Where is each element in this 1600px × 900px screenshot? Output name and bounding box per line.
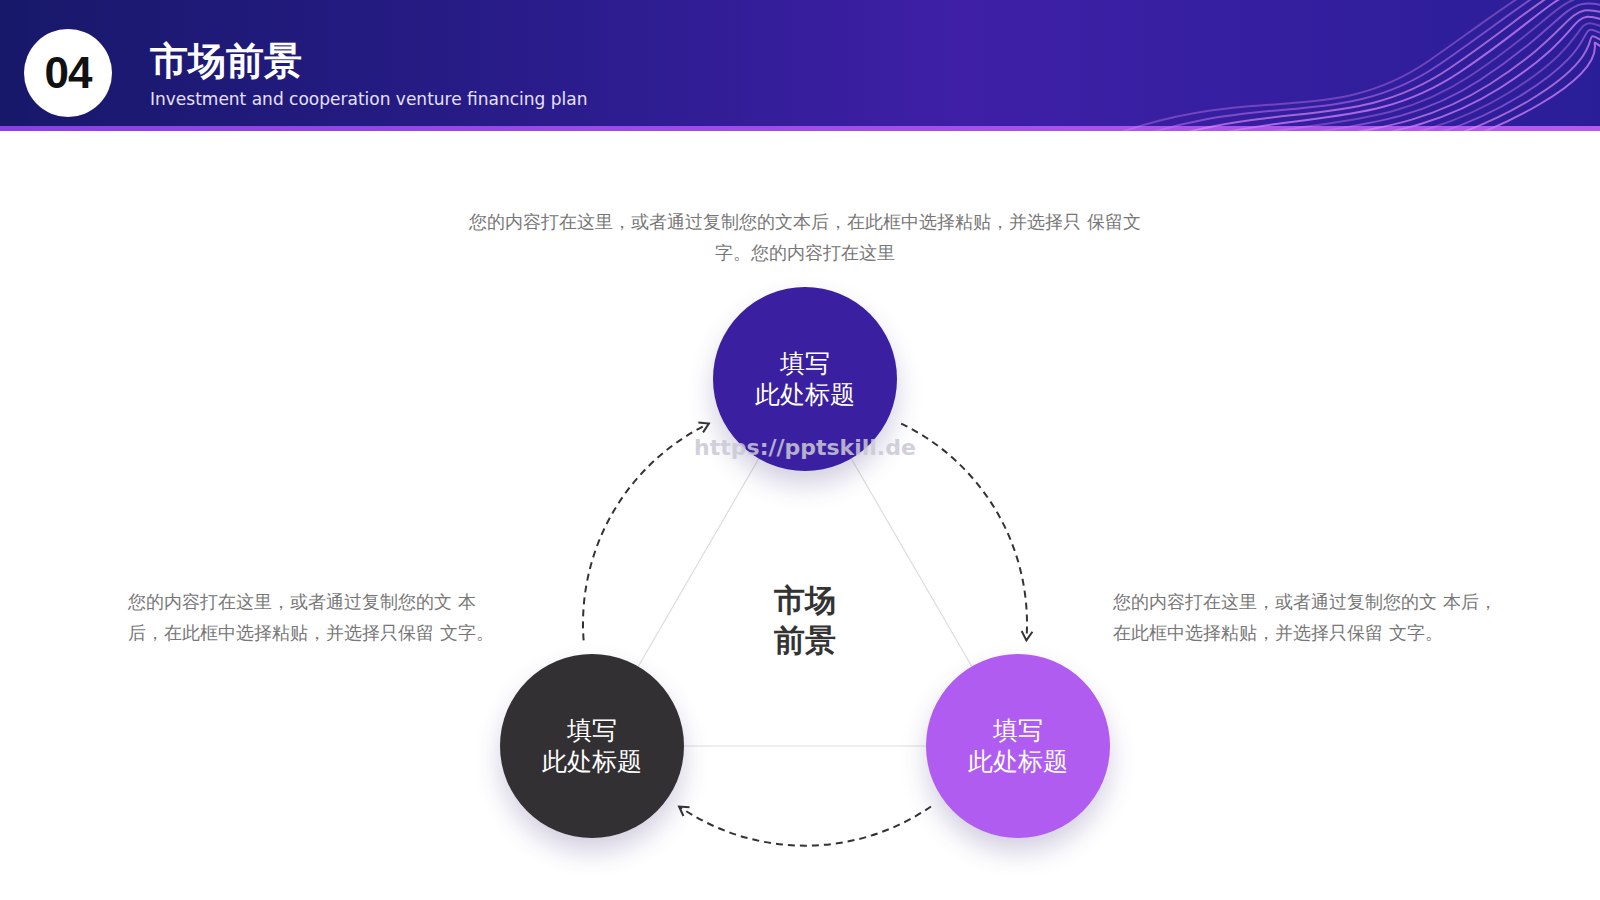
description-text: 您的内容打在这里，或者通过复制您的文本后，在此框中选择粘贴，并选择只 保留文字。… [455, 206, 1155, 268]
section-number: 04 [24, 47, 112, 99]
wave-line [1190, 30, 1600, 131]
wave-line [1200, 36, 1600, 131]
header-rule [0, 126, 1600, 131]
description-text: 您的内容打在这里，或者通过复制您的文 本后，在此框中选择粘贴，并选择只保留 文字… [128, 586, 506, 648]
description-text: 您的内容打在这里，或者通过复制您的文 本后，在此框中选择粘贴，并选择只保留 文字… [1113, 586, 1498, 648]
wave-line [1210, 43, 1600, 131]
triangle-line [638, 459, 759, 667]
slide-title: 市场前景 [150, 38, 302, 84]
circle-node: 填写 此处标题 [500, 654, 684, 838]
cycle-arrow [901, 424, 1032, 641]
cycle-arrow [583, 423, 709, 641]
triangle-line [684, 746, 926, 747]
node-title: 填写 此处标题 [948, 715, 1088, 778]
node-title: 填写 此处标题 [522, 715, 662, 778]
subtitle: Investment and cooperation venture finan… [150, 88, 587, 110]
watermark: https://pptskill.de [655, 434, 955, 462]
wave-line [1180, 23, 1600, 131]
triangle-line [851, 459, 972, 667]
node-title: 填写 此处标题 [735, 348, 875, 411]
wave-line [1150, 3, 1600, 131]
number-badge [24, 29, 112, 117]
center-label: 市场 前景 [760, 580, 850, 660]
wave-line [1130, 0, 1600, 131]
wave-line [1160, 10, 1600, 131]
circle-node: 填写 此处标题 [926, 654, 1110, 838]
cycle-arrow [679, 806, 931, 845]
